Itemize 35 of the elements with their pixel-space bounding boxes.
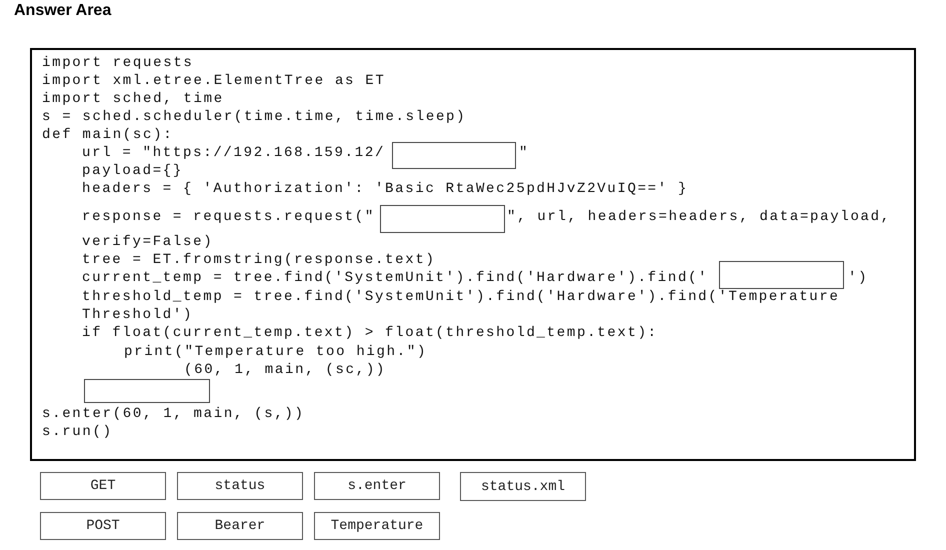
code-line: (60, 1, main, (sc,)) bbox=[184, 361, 386, 379]
code-line: import requests bbox=[42, 54, 194, 72]
code-line: " bbox=[519, 144, 530, 162]
code-panel bbox=[30, 48, 916, 461]
code-line: response = requests.request(" bbox=[82, 208, 375, 226]
answer-option: status.xml bbox=[460, 472, 586, 501]
answer-box bbox=[380, 205, 505, 233]
code-line: url = "https://192.168.159.12/ bbox=[82, 144, 386, 162]
code-line: Threshold') bbox=[82, 306, 194, 324]
answer-option: Temperature bbox=[314, 512, 440, 540]
code-line: import sched, time bbox=[42, 90, 224, 108]
code-line: s.enter(60, 1, main, (s,)) bbox=[42, 405, 305, 423]
heading: Answer Area bbox=[14, 2, 112, 20]
answer-option: s.enter bbox=[314, 472, 440, 500]
code-line: s = sched.scheduler(time.time, time.sleep) bbox=[42, 108, 466, 126]
answer-option: Bearer bbox=[177, 512, 303, 540]
code-line: headers = { 'Authorization': 'Basic RtaWec25pdHJvZ2VuIQ==' } bbox=[82, 180, 688, 198]
code-line: import xml.etree.ElementTree as ET bbox=[42, 72, 386, 90]
answer-option: POST bbox=[40, 512, 166, 540]
code-line: print("Temperature too high.") bbox=[124, 343, 428, 361]
code-line: def main(sc): bbox=[42, 126, 174, 144]
code-line: s.run() bbox=[42, 423, 113, 441]
answer-option: status bbox=[177, 472, 303, 500]
code-line: verify=False) bbox=[82, 233, 214, 251]
code-line: if float(current_temp.text) > float(threshold_temp.text): bbox=[82, 324, 658, 342]
code-line: ') bbox=[848, 269, 868, 287]
code-line: current_temp = tree.find('SystemUnit').find('Hardware').find(' bbox=[82, 269, 708, 287]
answer-option: GET bbox=[40, 472, 166, 500]
code-line: threshold_temp = tree.find('SystemUnit').find('Hardware').find('Temperature bbox=[82, 288, 840, 306]
answer-box bbox=[392, 142, 516, 169]
code-line: payload={} bbox=[82, 162, 184, 180]
answer-box bbox=[84, 379, 210, 403]
code-line: tree = ET.fromstring(response.text) bbox=[82, 251, 436, 269]
code-line: ", url, headers=headers, data=payload, bbox=[507, 208, 891, 226]
answer-box bbox=[719, 261, 844, 289]
